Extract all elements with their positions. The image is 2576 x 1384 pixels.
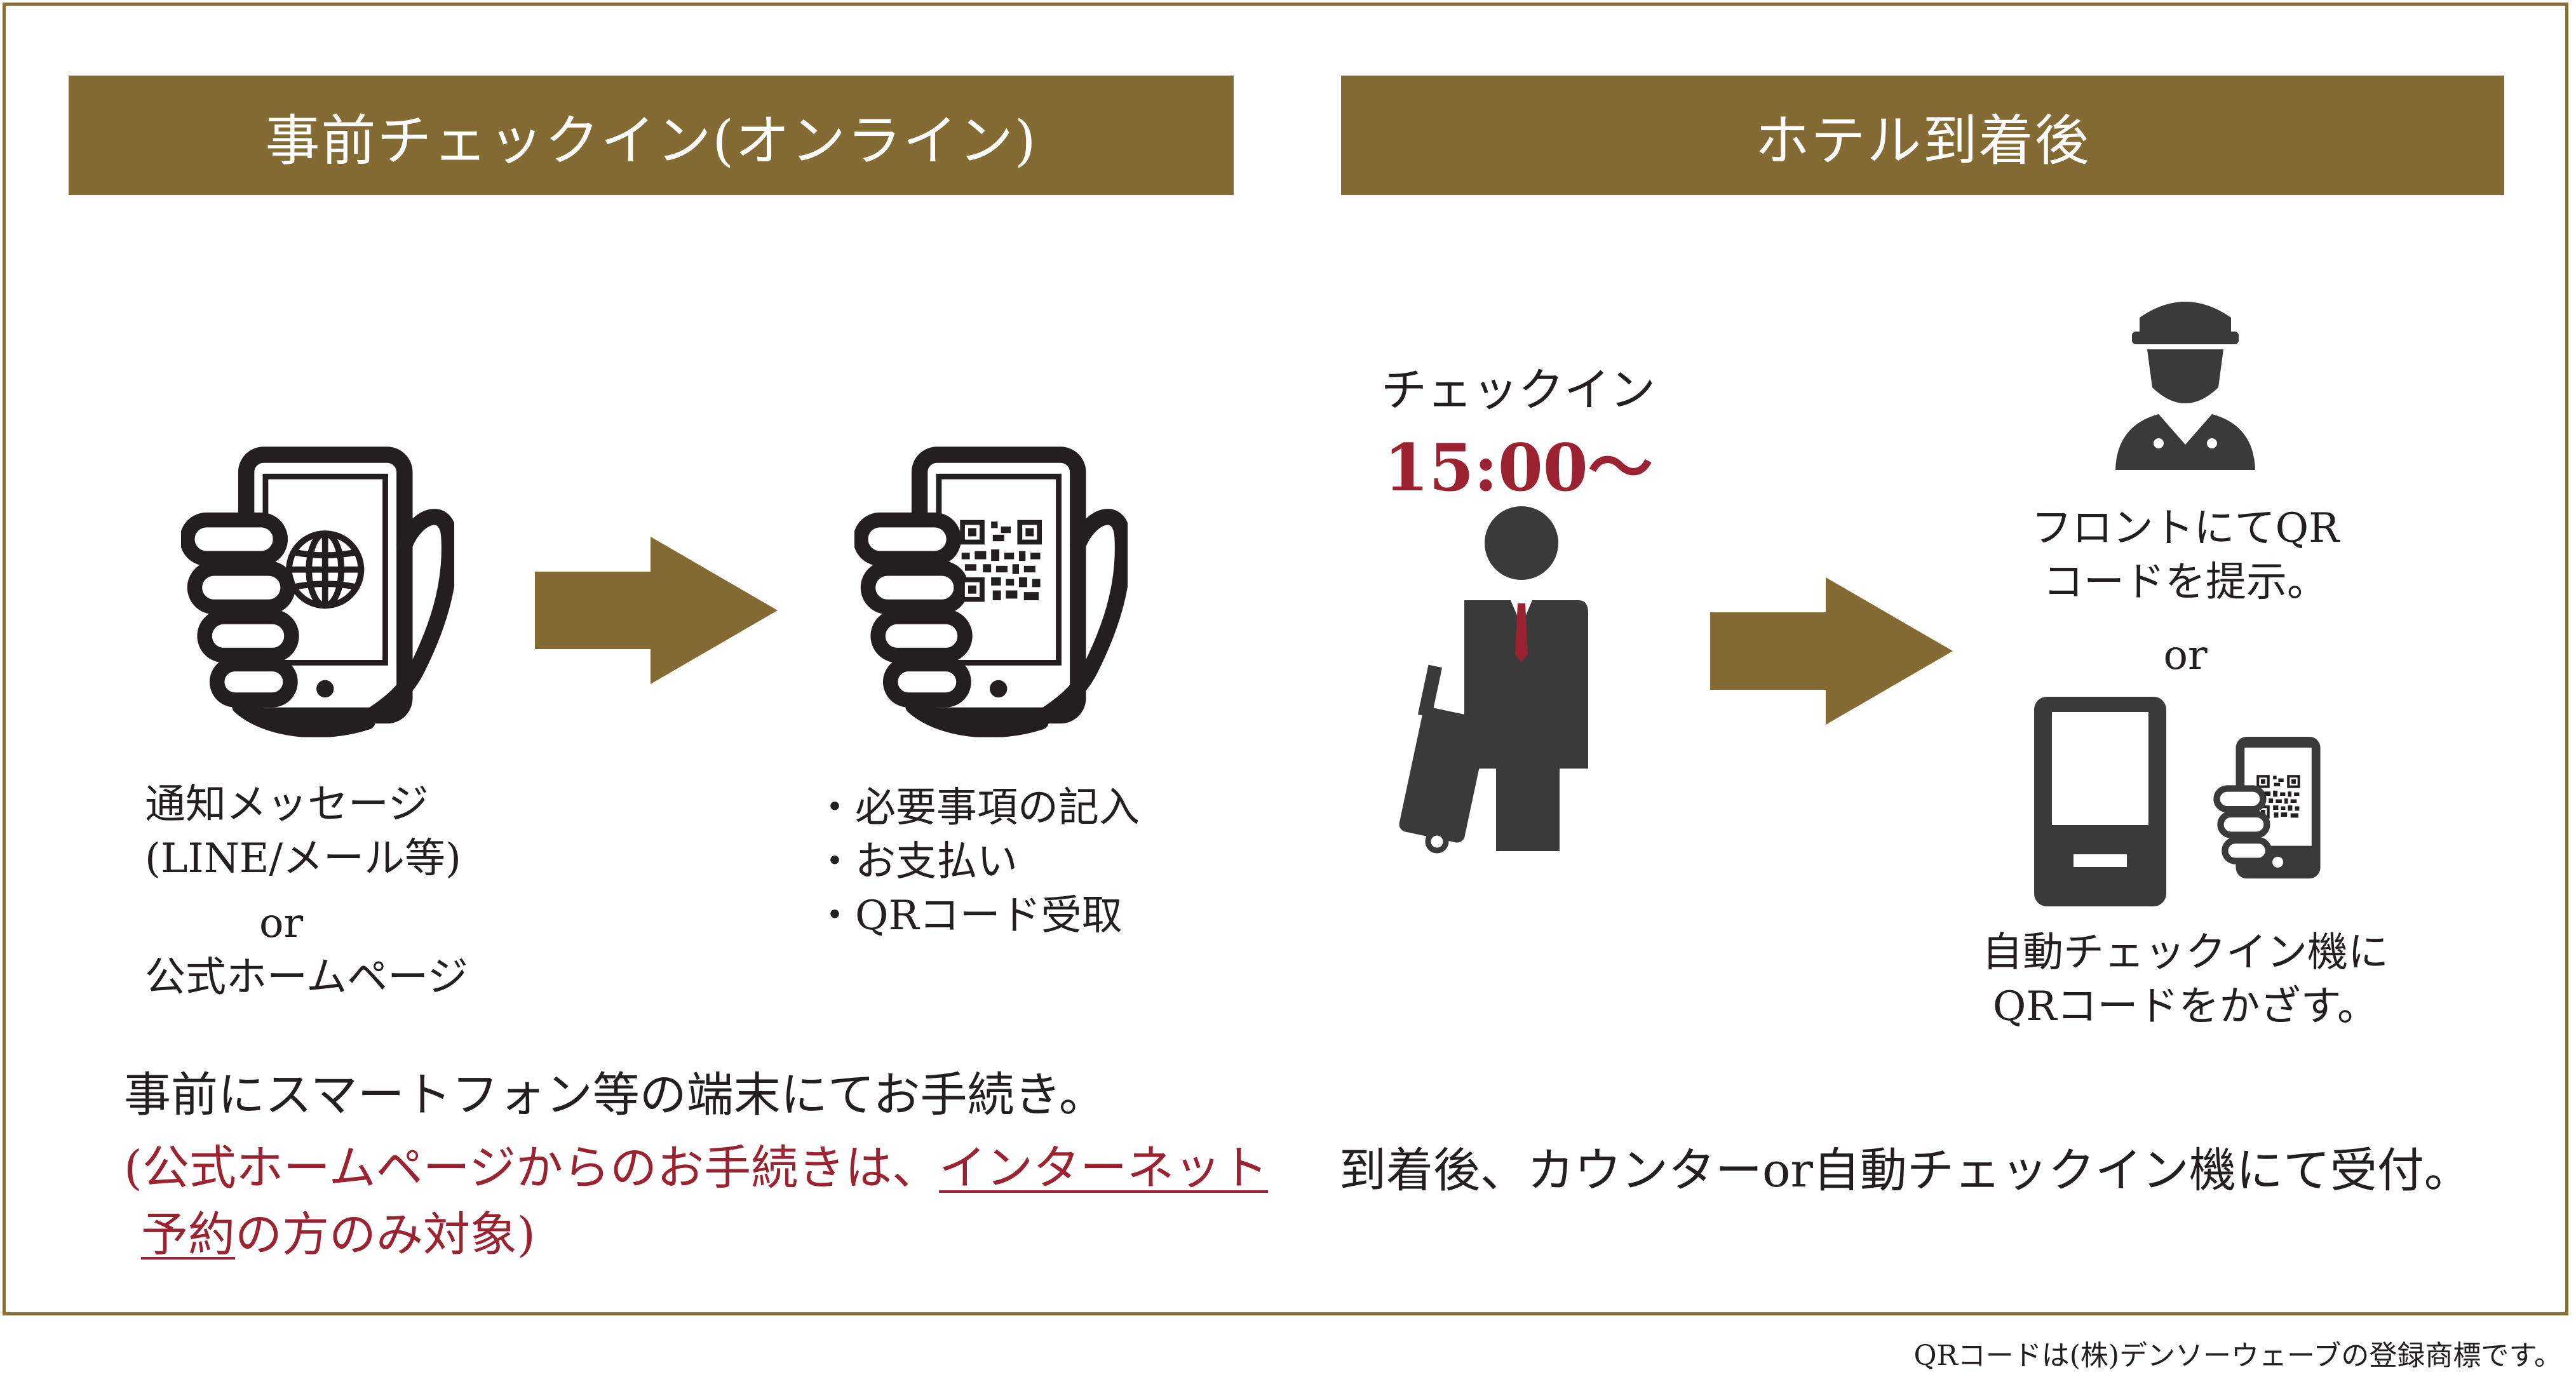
left-note-line2: 予約の方のみ対象) xyxy=(141,1206,536,1264)
traveler-icon xyxy=(1399,506,1588,854)
step1-caption-or: or xyxy=(259,900,304,947)
left-summary: 事前にスマートフォン等の端末にてお手続き。 xyxy=(124,1068,1106,1122)
arrow-right-icon xyxy=(535,537,778,684)
note-text-part2: の方のみ対象) xyxy=(235,1207,536,1262)
step1-caption-line4: 公式ホームページ xyxy=(145,954,468,1001)
or-label: or xyxy=(2163,632,2208,679)
arrow-right-icon-2 xyxy=(1710,577,1953,725)
step2-caption-line1: ・必要事項の記入 xyxy=(814,784,1140,831)
header-after-arrival: ホテル到着後 xyxy=(1341,76,2504,195)
checkin-time: 15:00〜 xyxy=(1384,430,1653,506)
qr-phone-icon xyxy=(854,445,1128,738)
step2-caption-line2: ・お支払い xyxy=(814,838,1018,885)
note-text-part1: (公式ホームページからのお手続きは、 xyxy=(124,1141,940,1195)
option2-line2: QRコードをかざす。 xyxy=(1992,983,2378,1030)
left-note-line1: (公式ホームページからのお手続きは、インターネット xyxy=(124,1139,1268,1197)
note-link-internet[interactable]: インターネット xyxy=(939,1141,1269,1195)
right-summary: 到着後、カウンターor自動チェックイン機にて受付。 xyxy=(1339,1143,2471,1198)
globe-phone-icon xyxy=(181,445,454,738)
checkin-label: チェックイン xyxy=(1380,363,1656,417)
header-online-checkin: 事前チェックイン(オンライン) xyxy=(69,76,1234,195)
option1-line1: フロントにてQR xyxy=(2031,505,2340,552)
step1-caption-line1: 通知メッセージ xyxy=(145,781,429,828)
kiosk-icon xyxy=(2034,697,2166,906)
content-frame xyxy=(3,3,2568,1315)
receptionist-icon xyxy=(2115,302,2255,470)
step2-caption-line3: ・QRコード受取 xyxy=(814,892,1123,939)
step1-caption-line2: (LINE/メール等) xyxy=(145,835,461,882)
small-qr-phone-icon xyxy=(2213,737,2321,879)
option1-line2: コードを提示。 xyxy=(2043,559,2328,606)
note-link-reservation[interactable]: 予約 xyxy=(141,1207,235,1262)
trademark-footnote: QRコードは(株)デンソーウェーブの登録商標です。 xyxy=(1913,1340,2563,1372)
option2-line1: 自動チェックイン機に xyxy=(1982,929,2389,976)
